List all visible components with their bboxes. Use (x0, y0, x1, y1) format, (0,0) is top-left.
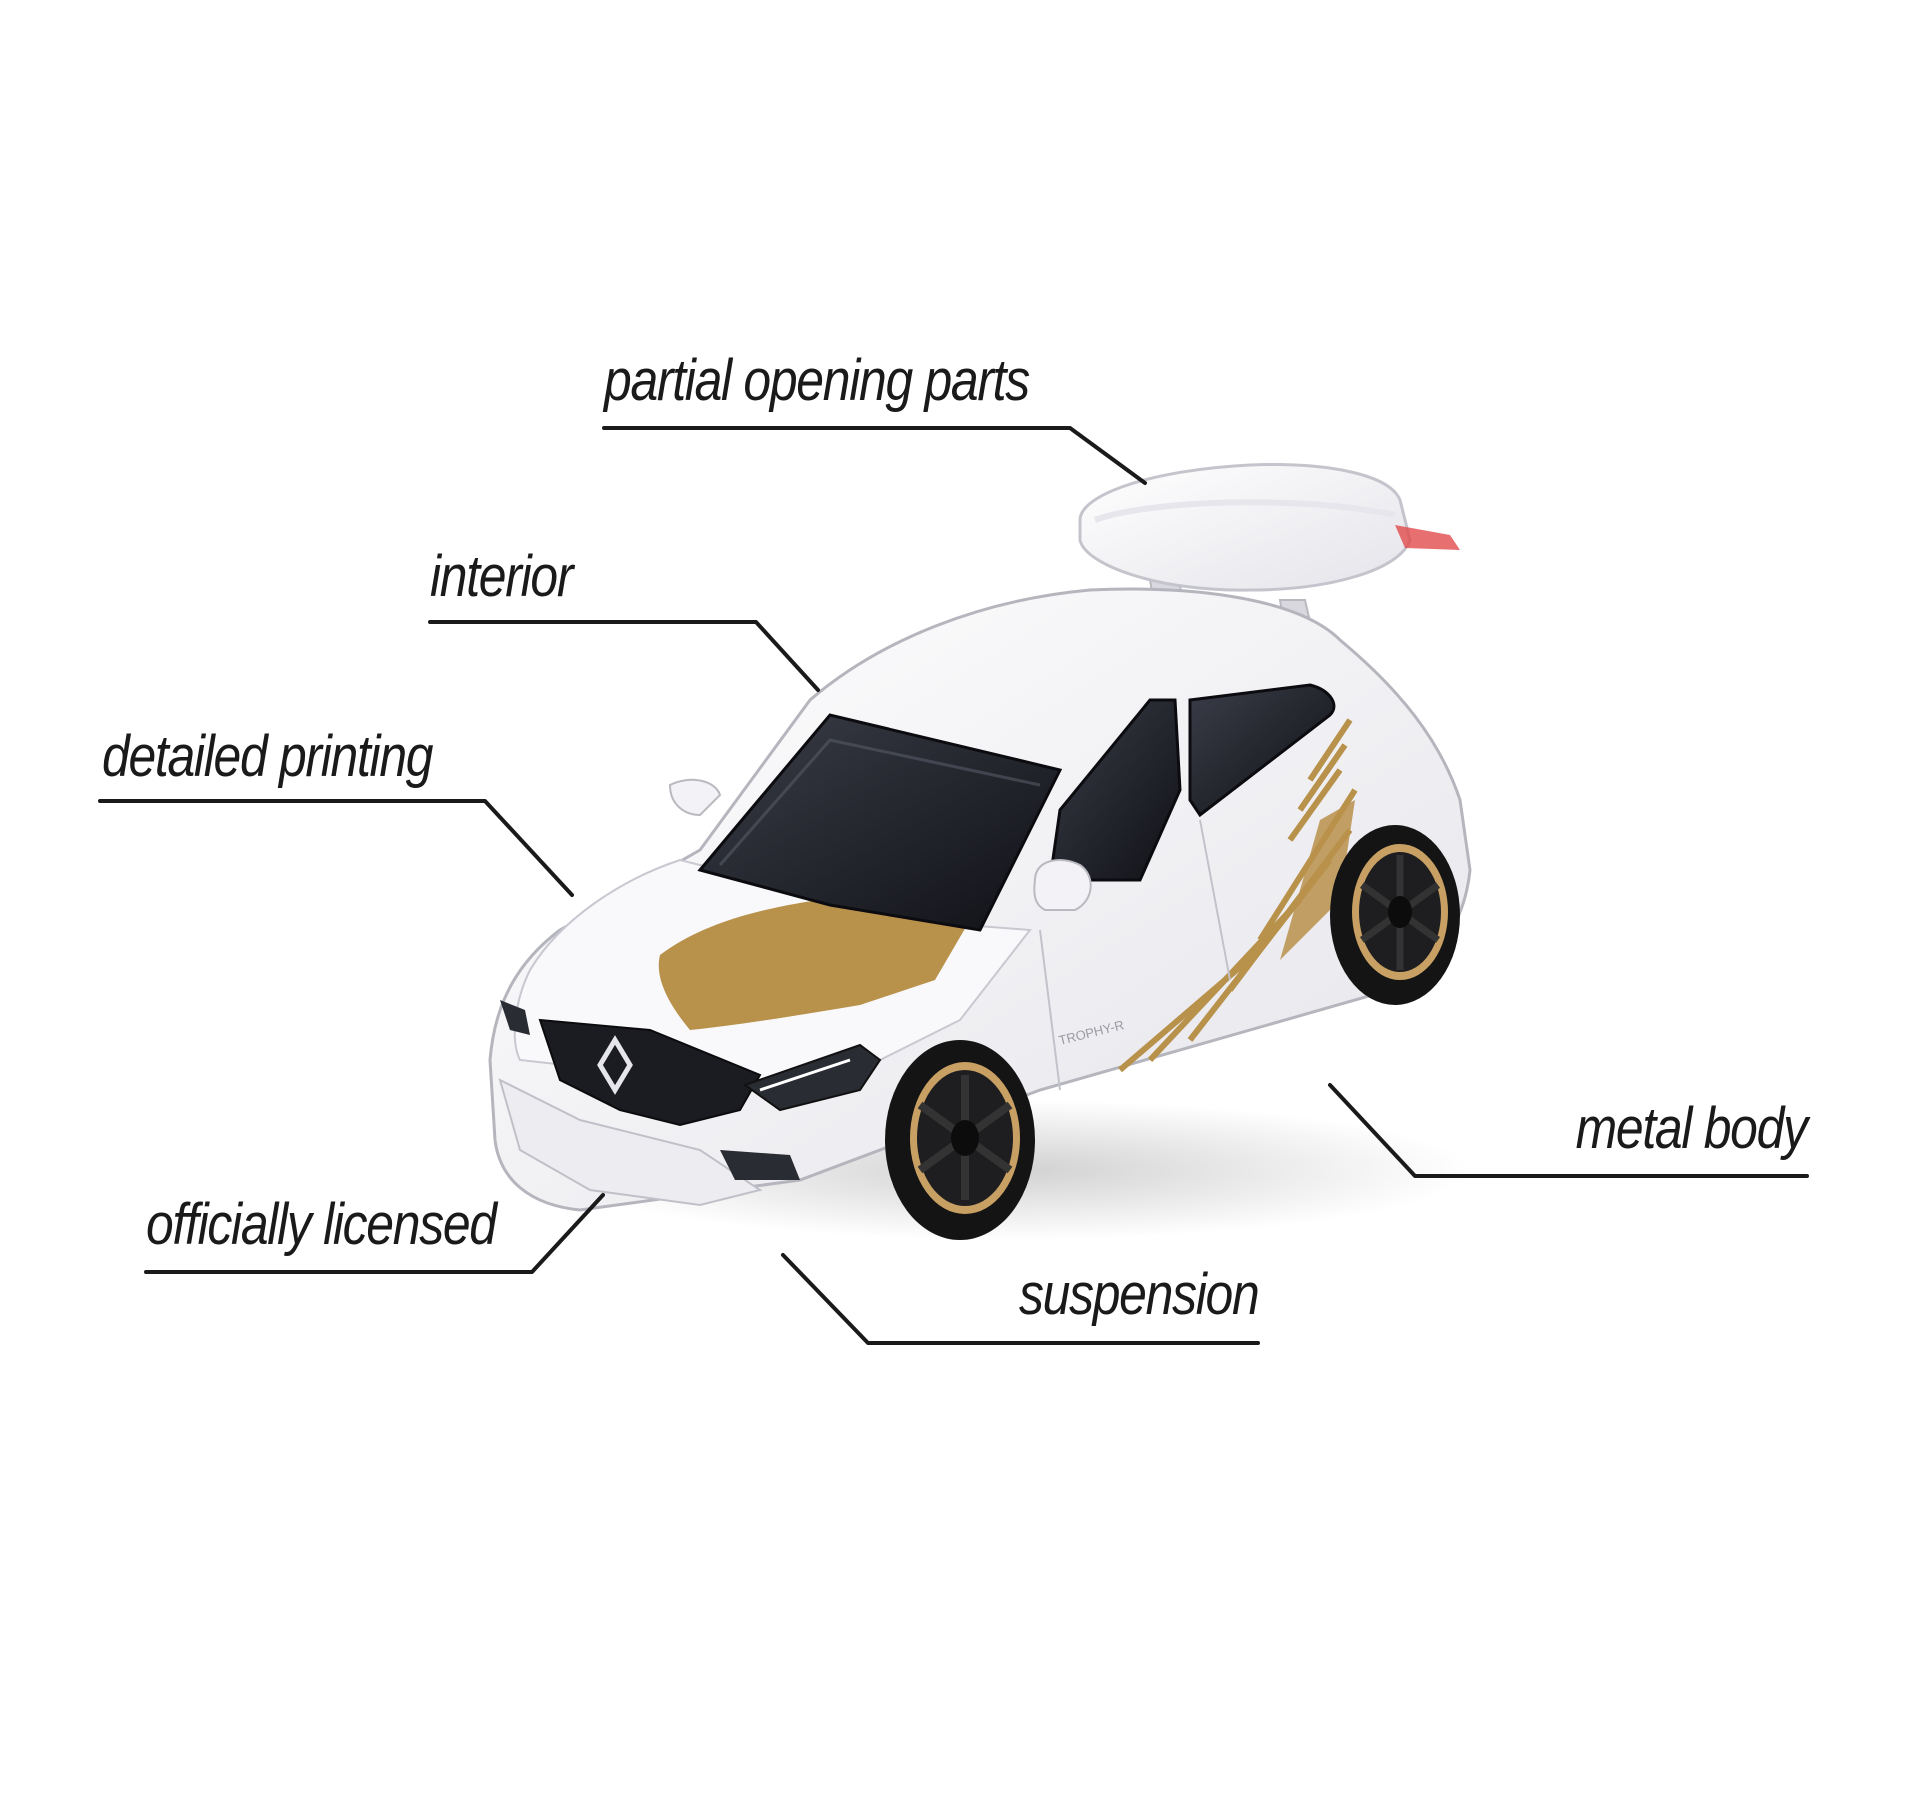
label-officially-licensed: officially licensed (146, 1192, 497, 1257)
side-window-rear (1188, 683, 1336, 818)
label-detailed-printing: detailed printing (102, 724, 434, 789)
leader-line-partial-opening-parts (602, 426, 1147, 485)
brand-logo (597, 1035, 633, 1095)
label-interior: interior (430, 544, 573, 609)
leader-line-suspension (781, 1253, 1260, 1345)
leader-line-interior (428, 620, 820, 692)
car-body: TROPHY-R (488, 587, 1472, 1212)
front-grille (538, 1018, 762, 1127)
label-partial-opening-parts: partial opening parts (604, 348, 1030, 413)
front-bumper (498, 1078, 763, 1207)
front-wheel (885, 1040, 1035, 1240)
label-suspension: suspension (1018, 1262, 1260, 1327)
leader-line-detailed-printing (98, 799, 574, 897)
headlight-left (500, 1000, 530, 1035)
side-decal (1118, 718, 1358, 1073)
rear-wheel (1330, 825, 1460, 1005)
label-metal-body: metal body (1575, 1096, 1808, 1161)
side-mirror (1033, 859, 1092, 911)
leader-line-officially-licensed (144, 1193, 605, 1274)
hood-stripe (658, 894, 970, 1030)
leader-line-metal-body (1328, 1083, 1809, 1178)
